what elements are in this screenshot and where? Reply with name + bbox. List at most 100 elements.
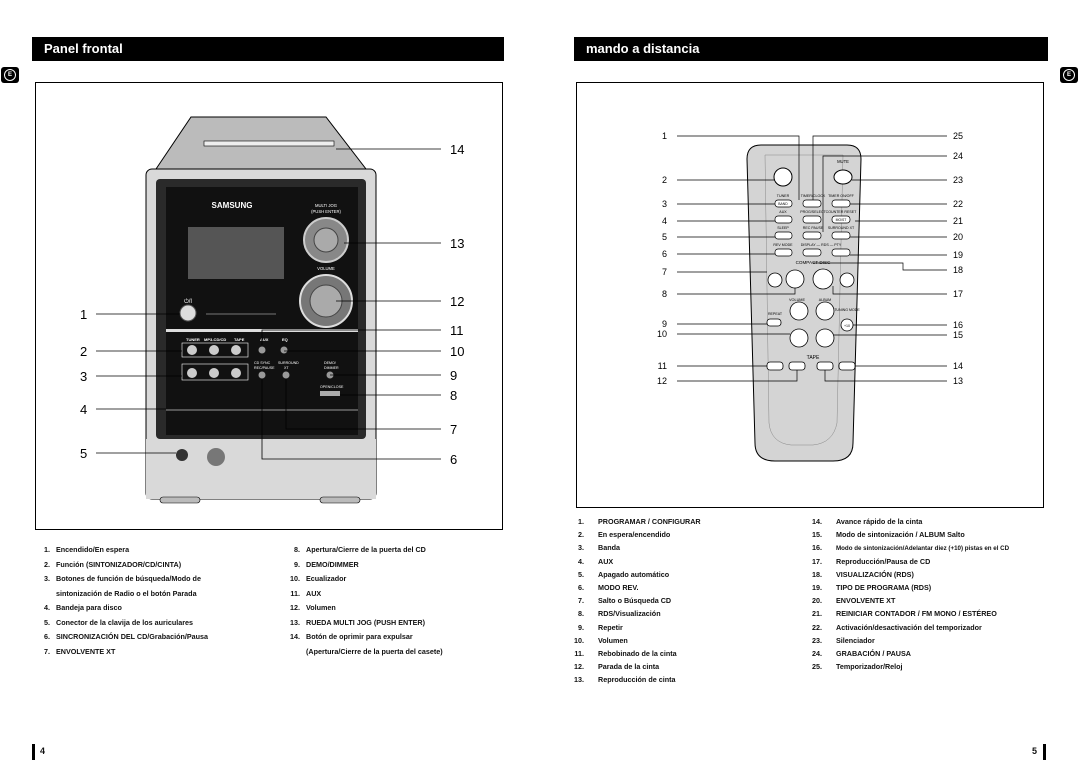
search-right-button[interactable] <box>231 368 241 378</box>
album-down-button[interactable] <box>815 328 835 348</box>
legend-item-number: 22. <box>812 622 822 632</box>
legend-item-number: 10. <box>574 635 584 645</box>
legend-item-number: 23. <box>812 635 822 645</box>
rec-pause-button[interactable] <box>802 231 822 240</box>
tape-stop-button[interactable] <box>788 361 806 371</box>
tape-button[interactable] <box>231 345 241 355</box>
aux-button[interactable] <box>258 346 266 354</box>
rc-callout-25: 25 <box>953 131 963 141</box>
aux-label-r: AUX <box>779 210 787 214</box>
legend-item-number: 24. <box>812 649 822 658</box>
legend-item: 12.Parada de la cinta <box>570 662 659 671</box>
power-button[interactable] <box>179 304 197 322</box>
volume-down-button[interactable] <box>789 328 809 348</box>
tape-play-button[interactable] <box>816 361 834 371</box>
rc-callout-16: 16 <box>953 320 963 330</box>
mute-label: MUTE <box>837 159 849 164</box>
sleep-button[interactable] <box>774 231 793 240</box>
open-close-button[interactable] <box>320 391 340 396</box>
timer-onoff-label: TIMER ON/OFF <box>828 194 855 198</box>
tape-ff-button[interactable] <box>838 361 856 371</box>
page-marker-left <box>32 744 35 760</box>
timer-onoff-button[interactable] <box>831 199 851 208</box>
page-marker-right <box>1043 744 1046 760</box>
mute-button[interactable] <box>833 169 853 185</box>
rc-callout-6: 6 <box>662 249 667 259</box>
legend-item: 6.MODO REV. <box>570 583 638 592</box>
remote-drawing: MUTE TUNER TIMER/CLOCK TIMER ON/OFF AUX … <box>657 131 963 462</box>
eq-button[interactable] <box>280 346 288 354</box>
remote-power-button[interactable] <box>773 167 793 187</box>
plus10-label: +10 <box>844 324 850 328</box>
legend-item: 18.VISUALIZACIÓN (RDS) <box>808 570 914 579</box>
cd-next-button[interactable] <box>839 272 855 288</box>
surround-button[interactable] <box>282 371 290 379</box>
legend-item-text: En espera/encendido <box>598 530 671 540</box>
band-button[interactable] <box>774 199 793 208</box>
legend-item-text: Botones de función de búsqueda/Modo de <box>56 574 201 583</box>
timer-clock-button[interactable] <box>802 199 822 208</box>
legend-item-text: AUX <box>598 556 614 566</box>
stop-button[interactable] <box>209 368 219 378</box>
callout-2: 2 <box>80 344 87 359</box>
legend-item-text: Volumen <box>306 603 336 612</box>
aux-button-r[interactable] <box>774 215 793 224</box>
rc-callout-7: 7 <box>662 267 667 277</box>
sleep-label: SLEEP <box>777 226 789 230</box>
rc-callout-13: 13 <box>953 376 963 386</box>
pty-button[interactable] <box>831 248 851 257</box>
page-number-left: 4 <box>40 746 46 756</box>
legend-item-text: Repetir <box>598 622 623 632</box>
legend-item: 3.Banda <box>570 543 620 552</box>
legend-item-number: 8. <box>578 609 584 619</box>
rc-callout-17: 17 <box>953 289 963 299</box>
search-left-button[interactable] <box>187 368 197 378</box>
tuner-button[interactable] <box>187 345 197 355</box>
legend-item: 7.ENVOLVENTE XT <box>38 647 115 656</box>
rc-callout-11: 11 <box>658 361 667 371</box>
cd-stop-button[interactable] <box>785 269 805 289</box>
legend-item-text: sintonización de Radio o el botón Parada <box>56 588 197 598</box>
legend-item-number: 1. <box>44 545 50 554</box>
headphone-jack[interactable] <box>176 449 188 461</box>
legend-item-number: 3. <box>44 574 50 583</box>
rev-mode-button[interactable] <box>774 248 793 257</box>
callout-4: 4 <box>80 402 87 417</box>
legend-item: 10.Ecualizador <box>286 574 346 583</box>
legend-item: sintonización de Radio o el botón Parada <box>38 589 197 598</box>
legend-item-text: Botón de oprimir para expulsar <box>306 632 413 641</box>
rc-callout-8: 8 <box>662 289 667 299</box>
cd-sync-button[interactable] <box>258 371 266 379</box>
album-up-button[interactable] <box>815 301 835 321</box>
prog-select-button[interactable] <box>802 215 822 224</box>
demo-label: DEMO/ <box>324 361 336 365</box>
cd-play-pause-button[interactable] <box>812 268 834 290</box>
legend-item-number: 6. <box>578 583 584 592</box>
display-pty-label: DISPLAY — RDS — PTY <box>801 243 842 247</box>
mode-label: MO/ST <box>836 218 847 222</box>
rec-pause-label: REC/PAUSE <box>254 366 275 370</box>
surround-xt-label: SURROUND XT <box>828 226 855 230</box>
legend-item-text: Avance rápido de la cinta <box>836 517 923 526</box>
legend-item-text: Activación/desactivación del temporizado… <box>836 622 982 632</box>
rev-mode-label: REV MODE <box>773 243 793 247</box>
legend-item-text: Modo de sintonización / ALBUM Salto <box>836 530 965 540</box>
cd-prev-button[interactable] <box>767 272 783 288</box>
mp3cd-button[interactable] <box>209 345 219 355</box>
volume-up-button[interactable] <box>789 301 809 321</box>
repeat-button[interactable] <box>766 318 782 327</box>
legend-item-text: PROGRAMAR / CONFIGURAR <box>598 517 701 526</box>
legend-item: 19.TIPO DE PROGRAMA (RDS) <box>808 583 931 592</box>
legend-item-text: RDS/Visualización <box>598 609 661 619</box>
legend-item-text: TIPO DE PROGRAMA (RDS) <box>836 583 932 592</box>
rds-button[interactable] <box>802 248 822 257</box>
tape-rewind-button[interactable] <box>766 361 784 371</box>
legend-item-number: 11. <box>574 649 584 658</box>
surround-xt-button[interactable] <box>831 231 851 240</box>
volume-label: VOLUME <box>317 266 335 271</box>
legend-item-number: 4. <box>578 556 584 566</box>
legend-item-text: Reproducción/Pausa de CD <box>836 556 931 566</box>
brand-logo: SAMSUNG <box>212 201 253 210</box>
mode-button[interactable] <box>831 215 851 224</box>
